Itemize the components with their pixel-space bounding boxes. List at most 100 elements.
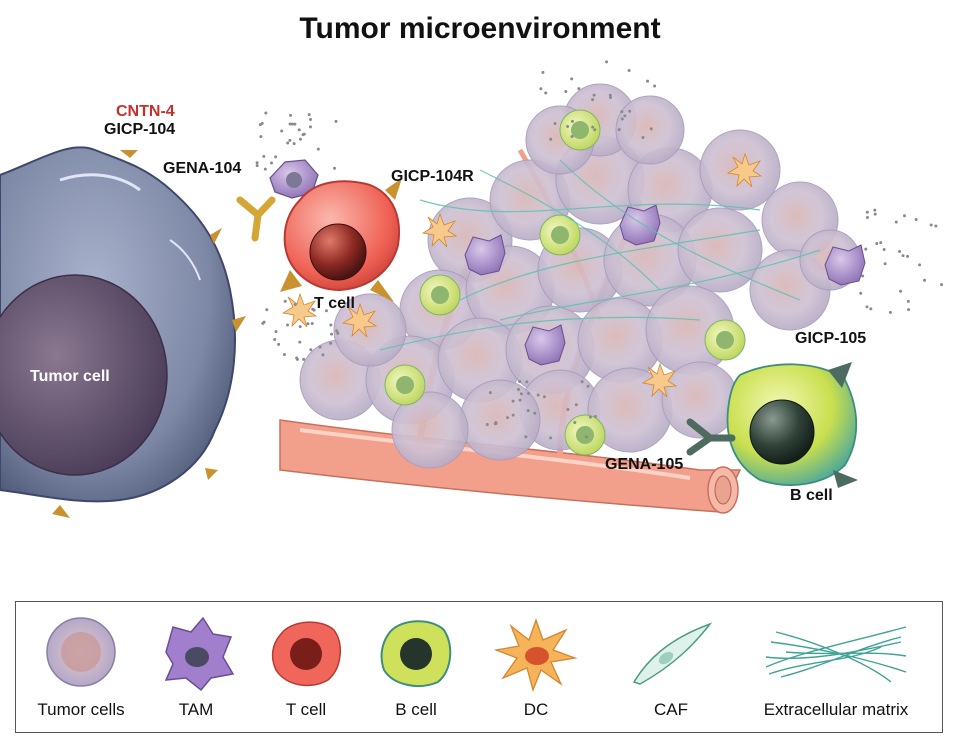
particle-dot (302, 357, 306, 361)
particle-dot (264, 111, 268, 115)
particle-dot (873, 208, 877, 212)
gicp104r-label: GICP-104R (391, 168, 474, 185)
particle-dot (649, 127, 653, 131)
t-cell-label: T cell (314, 295, 355, 312)
t-cell-icon (271, 621, 341, 687)
particle-dot (519, 392, 523, 396)
particle-dot (269, 161, 273, 165)
legend-label: B cell (395, 700, 437, 719)
particle-dot (641, 135, 645, 139)
particle-dot (526, 409, 530, 413)
particle-dot (864, 247, 868, 251)
tumor-cell-label: Tumor cell (30, 368, 110, 385)
particle-dot (298, 137, 302, 141)
particle-dot (280, 129, 284, 133)
particle-dot (277, 342, 281, 346)
particle-dot (306, 322, 310, 326)
cntn4-label: CNTN-4 (116, 103, 175, 120)
particle-dot (286, 141, 290, 145)
particle-dot (295, 357, 299, 361)
b-cell-icon (380, 620, 452, 687)
particle-dot (894, 220, 898, 224)
particle-dot (518, 380, 522, 384)
particle-dot (255, 161, 259, 165)
tam-cell (824, 244, 866, 286)
particle-dot (329, 323, 333, 327)
particle-dot (605, 60, 609, 64)
particle-dot (293, 303, 297, 307)
tam-cell (524, 324, 566, 366)
b-cell-nucleus (716, 331, 734, 349)
particle-dot (906, 299, 910, 303)
particle-dot (518, 398, 522, 402)
particle-dot (566, 124, 570, 128)
particle-dot (494, 421, 498, 425)
particle-dot (591, 98, 595, 102)
legend-label: DC (523, 700, 549, 719)
particle-dot (321, 353, 325, 357)
legend-label: Tumor cells (37, 700, 125, 719)
particle-dot (573, 420, 577, 424)
tam-cell (269, 159, 319, 199)
tumor-cell (677, 207, 763, 293)
particle-dot (888, 310, 892, 314)
dc-cell (281, 292, 318, 328)
particle-dot (865, 216, 869, 220)
ecm-fiber (419, 199, 761, 213)
particle-dot (923, 278, 927, 282)
particle-dot (329, 341, 333, 345)
tumor-mass (281, 83, 866, 469)
particle-dot (335, 329, 339, 333)
particle-dot (593, 415, 597, 419)
particle-dot (525, 380, 529, 384)
particle-dot (274, 330, 278, 334)
particle-dot (584, 435, 588, 439)
particle-dot (297, 128, 301, 132)
particle-dot (586, 384, 590, 388)
particle-dot (593, 128, 597, 132)
particle-dot (929, 223, 933, 227)
particle-dot (620, 117, 624, 121)
particle-dot (570, 135, 574, 139)
particle-dot (907, 308, 911, 312)
particle-dot (265, 308, 269, 312)
legend: Tumor cells TAM T cell B cell (15, 601, 943, 733)
gicp105-label: GICP-105 (795, 330, 867, 347)
particle-dot (918, 263, 922, 267)
main-t-cell (280, 178, 402, 302)
particle-dot (577, 87, 581, 91)
particle-dot (588, 415, 592, 419)
ecm-icon (765, 626, 907, 683)
particle-dot (298, 325, 302, 329)
particle-dot (517, 388, 521, 392)
particle-dot (524, 435, 528, 439)
particle-dot (274, 155, 278, 159)
b-cell-nucleus (431, 286, 449, 304)
main-b-cell (726, 362, 858, 488)
particle-dot (608, 93, 612, 97)
particle-dot (564, 89, 568, 93)
b-cell-nucleus (551, 226, 569, 244)
particle-dot (307, 113, 311, 117)
particle-dot (309, 348, 313, 352)
legend-label: Extracellular matrix (763, 700, 909, 719)
particle-dot (330, 332, 334, 336)
gena104-antibody (236, 196, 276, 242)
b-cell-nucleus (576, 426, 594, 444)
legend-item-dc: DC (476, 602, 596, 732)
particle-dot (259, 135, 263, 139)
particle-dot (527, 391, 531, 395)
particle-dot (570, 119, 574, 123)
tam-icon (164, 616, 235, 692)
particle-dot (310, 321, 314, 325)
dc-cell (341, 302, 378, 338)
b-cell-label: B cell (790, 487, 833, 504)
dc-cell (726, 152, 763, 188)
particle-dot (653, 84, 657, 88)
particle-dot (914, 217, 918, 221)
particle-dot (308, 125, 312, 129)
legend-label: CAF (654, 700, 688, 719)
particle-dot (873, 212, 877, 216)
particle-dot (574, 403, 578, 407)
